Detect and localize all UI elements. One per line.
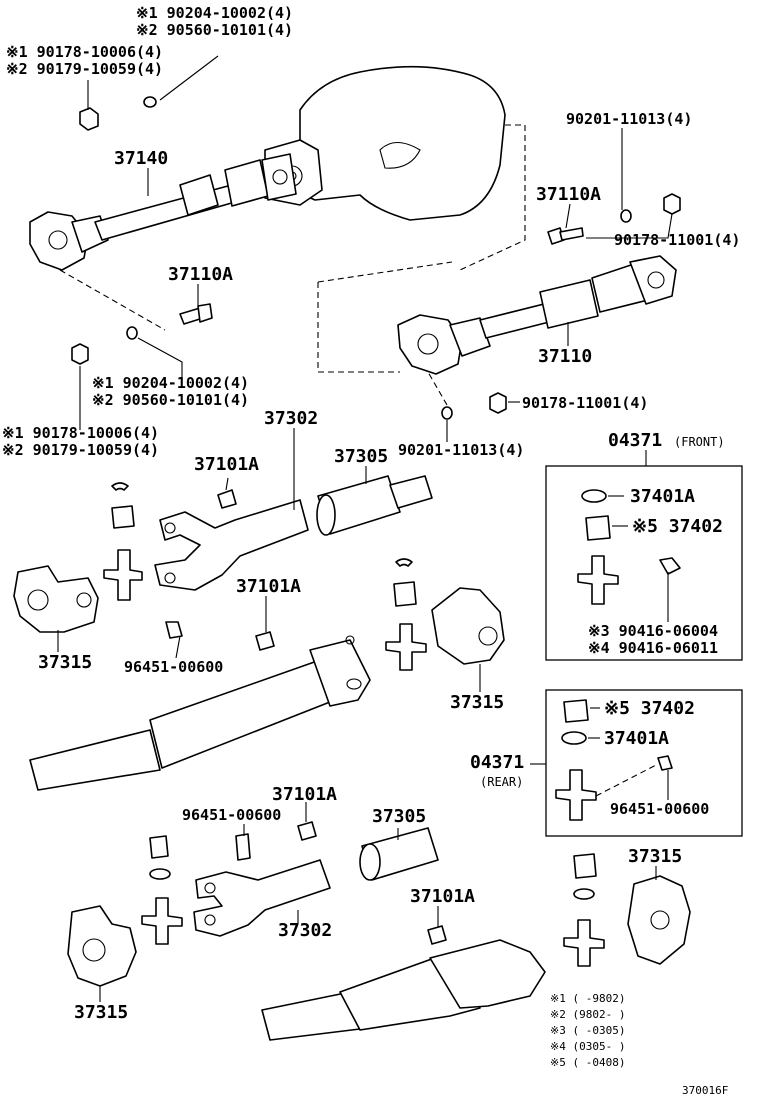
label-37101A-lower-left: 37101A	[272, 784, 337, 805]
label-96451-00600-upper: 96451-00600	[124, 658, 223, 676]
zerk-96451-lower	[235, 833, 251, 861]
label-90201-11013-lower: 90201-11013(4)	[398, 441, 524, 459]
footnote-4: ※4 (0305- )	[550, 1040, 625, 1053]
label-37401A-front: 37401A	[630, 486, 695, 507]
flange-yoke-37315-right-lower	[627, 875, 691, 965]
front-shaft-dash-line	[317, 261, 453, 283]
nut-90178-10006	[79, 107, 99, 131]
footnote-3: ※3 ( -0305)	[550, 1024, 625, 1037]
label-90179-10059-top: ※2 90179-10059(4)	[6, 60, 163, 78]
label-37305-lower: 37305	[372, 806, 426, 827]
label-37302-lower: 37302	[278, 920, 332, 941]
front-shaft-dash-box	[317, 282, 400, 373]
label-90416-06011: ※4 90416-06011	[588, 639, 718, 657]
rear-kit-parts	[555, 699, 673, 821]
transfer-case	[264, 65, 506, 221]
zerk-96451-upper	[165, 621, 183, 639]
label-37315-right-lower: 37315	[628, 846, 682, 867]
label-37110: 37110	[538, 346, 592, 367]
washer-90201-upper	[620, 209, 632, 223]
label-04371-front: 04371	[608, 430, 662, 451]
sleeve-37305-upper	[316, 475, 433, 536]
label-front: (FRONT)	[674, 435, 725, 449]
label-37101A-middle: 37101A	[236, 576, 301, 597]
front-kit-parts	[577, 489, 681, 605]
slip-yoke-37302-upper	[154, 499, 309, 591]
label-37401A-rear: 37401A	[604, 728, 669, 749]
front-propeller-shaft	[397, 255, 677, 375]
spider-right-upper	[385, 558, 427, 671]
clip-37101A-middle	[255, 631, 275, 651]
part-labels: ※1 90204-10002(4) ※2 90560-10101(4) ※1 9…	[2, 4, 740, 1023]
label-37110A-upper: 37110A	[536, 184, 601, 205]
nut-90178-11001-lower	[489, 392, 507, 414]
washer-90204-10002	[143, 96, 157, 108]
rear-spider-kit-box	[545, 689, 743, 837]
lower-washer-dash	[427, 371, 448, 406]
label-37315-left-lower: 37315	[74, 1002, 128, 1023]
label-rear: (REAR)	[480, 775, 523, 789]
label-90178-10006-top: ※1 90178-10006(4)	[6, 43, 163, 61]
footnote-2: ※2 (9802- )	[550, 1008, 625, 1021]
clip-37101A-upper	[217, 489, 237, 509]
case-dash-line	[459, 124, 526, 271]
label-90179-10059-lower: ※2 90179-10059(4)	[2, 441, 159, 459]
flange-yoke-37315-left	[13, 565, 99, 633]
label-37140: 37140	[114, 148, 168, 169]
label-37315-right-upper: 37315	[450, 692, 504, 713]
sleeve-37305-lower	[359, 827, 439, 881]
label-37110A-lower: 37110A	[168, 264, 233, 285]
leader-lines	[57, 55, 673, 1002]
label-90204-10002-top: ※1 90204-10002(4)	[136, 4, 293, 22]
label-37302-upper: 37302	[264, 408, 318, 429]
label-37315-left-upper: 37315	[38, 652, 92, 673]
label-90560-10101-lower: ※2 90560-10101(4)	[92, 391, 249, 409]
spider-left-lower	[141, 835, 183, 945]
clip-37101A-lower-right	[427, 925, 447, 945]
label-37402-front: ※5 37402	[632, 516, 723, 537]
flange-yoke-37315-right-upper	[431, 587, 505, 665]
washer-90204-lower	[126, 326, 138, 340]
label-96451-00600-lower: 96451-00600	[182, 806, 281, 824]
label-90416-06004: ※3 90416-06004	[588, 622, 718, 640]
figure-code: 370016F	[682, 1084, 728, 1097]
label-37402-rear: ※5 37402	[604, 698, 695, 719]
bolt-37110A-lower	[179, 303, 213, 325]
label-96451-00600-rear: 96451-00600	[610, 800, 709, 818]
front-spider-kit-box	[545, 465, 743, 661]
label-37305-upper: 37305	[334, 446, 388, 467]
slip-yoke-37302-lower	[193, 859, 331, 937]
footnote-1: ※1 ( -9802)	[550, 992, 625, 1005]
label-37101A-upper: 37101A	[194, 454, 259, 475]
label-04371-rear: 04371	[470, 752, 524, 773]
label-90178-10006-lower: ※1 90178-10006(4)	[2, 424, 159, 442]
label-90204-10002-lower: ※1 90204-10002(4)	[92, 374, 249, 392]
nut-90178-10006-lower	[71, 343, 89, 365]
bolt-37110A-upper	[547, 227, 584, 245]
label-37101A-lower-right: 37101A	[410, 886, 475, 907]
label-90201-11013-top: 90201-11013(4)	[566, 110, 692, 128]
footnote-5: ※5 ( -0408)	[550, 1056, 625, 1069]
clip-37101A-lower-left	[297, 821, 317, 841]
label-90178-11001-lower: 90178-11001(4)	[522, 394, 648, 412]
spider-right-lower	[563, 853, 605, 967]
label-90560-10101-top: ※2 90560-10101(4)	[136, 21, 293, 39]
splined-shaft-lower	[261, 939, 546, 1041]
footnotes: ※1 ( -9802) ※2 (9802- ) ※3 ( -0305) ※4 (…	[550, 992, 625, 1069]
rear-kit-dash	[595, 763, 659, 797]
flange-yoke-37315-left-lower	[67, 905, 137, 987]
rear-propeller-shaft	[29, 153, 297, 271]
label-90178-11001-upper: 90178-11001(4)	[614, 231, 740, 249]
nut-90178-11001-upper	[663, 193, 681, 215]
splined-shaft-upper	[29, 635, 371, 791]
spider-left-upper	[103, 482, 143, 601]
rear-shaft-dash-line	[59, 269, 166, 331]
washer-90201-lower	[441, 406, 453, 420]
